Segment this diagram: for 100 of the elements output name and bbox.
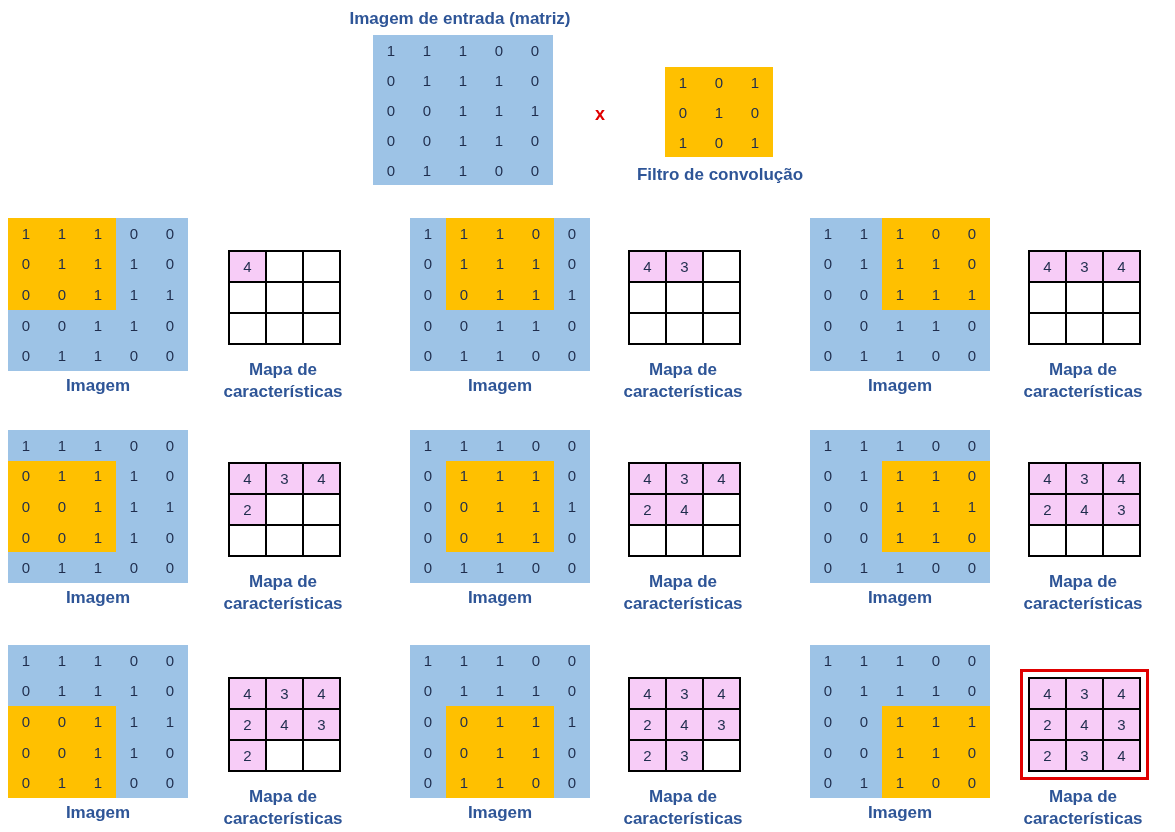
matrix-value: 4	[1103, 463, 1140, 494]
matrix-value: 0	[737, 97, 773, 127]
matrix-value: 1	[518, 491, 554, 522]
matrix-value: 1	[152, 706, 188, 737]
matrix-value: 0	[446, 736, 482, 768]
node-label: Mapa de características	[1022, 359, 1144, 403]
matrix-value: 0	[810, 706, 846, 737]
node-label: Imagem de entrada (matriz)	[348, 8, 572, 30]
matrix-value: 1	[846, 767, 882, 798]
matrix-value: 1	[116, 460, 152, 492]
matrix-value: 1	[918, 248, 954, 280]
image-matrix	[410, 430, 590, 583]
matrix-value: 1	[8, 430, 44, 461]
matrix-value: 0	[410, 491, 446, 522]
matrix-value: 1	[482, 706, 518, 737]
feature-map	[628, 250, 741, 345]
matrix-value: 0	[954, 675, 990, 707]
matrix-value: 1	[80, 675, 116, 707]
matrix-value: 0	[44, 521, 80, 553]
matrix-value: 3	[1066, 251, 1103, 282]
image-matrix	[410, 645, 590, 798]
matrix-value: 1	[8, 218, 44, 249]
matrix-value: 1	[482, 430, 518, 461]
matrix-value: 1	[882, 552, 918, 583]
matrix-value: 1	[80, 279, 116, 310]
matrix-value: 0	[918, 767, 954, 798]
matrix-value: 0	[116, 340, 152, 371]
matrix-value: 0	[116, 645, 152, 676]
matrix-value: 2	[629, 740, 666, 771]
matrix-value: 1	[80, 645, 116, 676]
node-label: Mapa de características	[222, 571, 344, 615]
matrix-value: 1	[810, 430, 846, 461]
matrix-value: 1	[482, 521, 518, 553]
matrix-value: 2	[229, 709, 266, 740]
matrix-value: 1	[482, 675, 518, 707]
matrix-value: 1	[445, 155, 481, 185]
matrix-value: 0	[810, 460, 846, 492]
matrix-value: 0	[44, 309, 80, 341]
matrix-value: 0	[810, 248, 846, 280]
matrix-value: 0	[554, 645, 590, 676]
matrix-value: 0	[554, 675, 590, 707]
matrix-value: 1	[737, 127, 773, 157]
matrix-value: 0	[846, 736, 882, 768]
matrix-value: 1	[80, 491, 116, 522]
matrix-value: 4	[703, 463, 740, 494]
matrix-value: 1	[44, 248, 80, 280]
feature-map	[628, 462, 741, 557]
matrix-value: 0	[44, 736, 80, 768]
matrix-value: 3	[1103, 494, 1140, 525]
matrix-value: 0	[116, 430, 152, 461]
matrix-value: 0	[152, 430, 188, 461]
matrix-value: 4	[1103, 740, 1140, 771]
matrix-value: 1	[410, 430, 446, 461]
matrix-value: 1	[80, 248, 116, 280]
feature-map	[228, 677, 341, 772]
matrix-value: 4	[666, 494, 703, 525]
matrix-value: 1	[846, 460, 882, 492]
matrix-value: 3	[666, 251, 703, 282]
matrix-value: 4	[629, 251, 666, 282]
matrix-value: 1	[954, 491, 990, 522]
matrix-value: 4	[1029, 251, 1066, 282]
matrix-value: 0	[8, 675, 44, 707]
matrix-value: 0	[8, 736, 44, 768]
matrix-value: 1	[665, 67, 701, 97]
matrix-value: 1	[918, 736, 954, 768]
matrix-value: 1	[80, 552, 116, 583]
matrix-value: 1	[373, 35, 409, 65]
matrix-value: 0	[373, 65, 409, 95]
matrix-value: 1	[116, 248, 152, 280]
matrix-value: 1	[918, 309, 954, 341]
node-label: Mapa de características	[622, 359, 744, 403]
matrix-value: 1	[846, 675, 882, 707]
matrix-value: 1	[882, 767, 918, 798]
matrix-value: 1	[518, 521, 554, 553]
matrix-value: 1	[882, 521, 918, 553]
matrix-value: 1	[918, 491, 954, 522]
matrix-value: 0	[410, 767, 446, 798]
matrix-value: 1	[80, 430, 116, 461]
matrix-value: 0	[410, 706, 446, 737]
matrix-value: 0	[846, 521, 882, 553]
matrix-value: 1	[446, 430, 482, 461]
matrix-value: 0	[918, 552, 954, 583]
matrix-value: 4	[703, 678, 740, 709]
node-label: Mapa de características	[222, 786, 344, 830]
matrix-value: 0	[152, 767, 188, 798]
matrix-value: 1	[882, 491, 918, 522]
image-matrix	[8, 430, 188, 583]
matrix-value: 0	[116, 218, 152, 249]
matrix-value: 1	[482, 218, 518, 249]
matrix-value: 1	[918, 279, 954, 310]
matrix-value: 1	[80, 218, 116, 249]
matrix-value: 0	[8, 767, 44, 798]
matrix-value: 1	[882, 279, 918, 310]
matrix-value: 1	[846, 645, 882, 676]
matrix-value: 1	[116, 675, 152, 707]
matrix-value: 1	[882, 675, 918, 707]
matrix-value: 0	[518, 645, 554, 676]
matrix-value: 4	[629, 678, 666, 709]
matrix-value: 1	[409, 65, 445, 95]
matrix-value: 0	[554, 460, 590, 492]
